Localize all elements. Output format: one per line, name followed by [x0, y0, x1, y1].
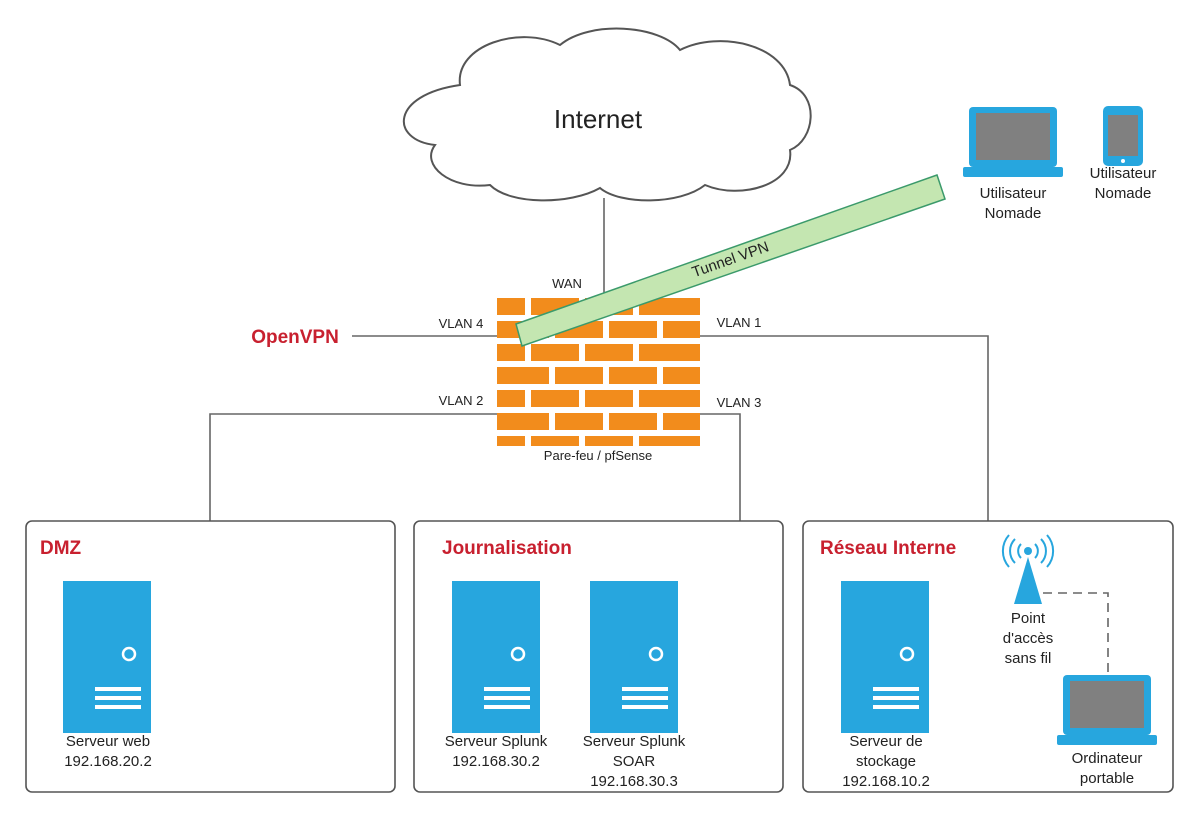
- storage-server-ip: 192.168.10.2: [842, 773, 930, 790]
- soar-server-name: Serveur Splunk: [583, 733, 686, 750]
- wireless-access-point-icon: [1001, 534, 1055, 604]
- remote-user-1-line2: Nomade: [985, 205, 1042, 222]
- wan-label: WAN: [552, 276, 582, 291]
- journalisation-zone: [413, 520, 784, 793]
- vlan2-label: VLAN 2: [439, 393, 484, 408]
- storage-server-name-2: stockage: [856, 753, 916, 770]
- soar-server-ip: 192.168.30.3: [590, 773, 678, 790]
- internal-laptop-icon: [1057, 675, 1157, 745]
- internet-label: Internet: [554, 104, 643, 134]
- web-server-ip: 192.168.20.2: [64, 753, 152, 770]
- splunk-soar-server-icon: [588, 579, 680, 735]
- soar-server-name-2: SOAR: [613, 753, 656, 770]
- firewall-label: Pare-feu / pfSense: [544, 448, 652, 463]
- internet-cloud: [402, 27, 812, 202]
- remote-user-2-line1: Utilisateur: [1090, 165, 1157, 182]
- storage-server-name: Serveur de: [849, 733, 922, 750]
- web-server-name: Serveur web: [66, 733, 150, 750]
- remote-user-1-line1: Utilisateur: [980, 185, 1047, 202]
- splunk-server-name: Serveur Splunk: [445, 733, 548, 750]
- access-point-line1: Point: [1011, 610, 1046, 627]
- internal-laptop-line2: portable: [1080, 770, 1134, 787]
- openvpn-label: OpenVPN: [251, 327, 339, 348]
- splunk-server-icon: [450, 579, 542, 735]
- access-point-line3: sans fil: [1005, 650, 1052, 667]
- dmz-title: DMZ: [40, 538, 82, 559]
- splunk-server-ip: 192.168.30.2: [452, 753, 540, 770]
- laptop-icon: [963, 107, 1063, 177]
- storage-server-icon: [839, 579, 931, 735]
- dmz-zone: [25, 520, 396, 793]
- tablet-icon: [1103, 106, 1143, 166]
- web-server-icon: [61, 579, 153, 735]
- connection-lines: [209, 198, 989, 521]
- vpn-tunnel: [515, 174, 946, 347]
- access-point-line2: d'accès: [1003, 630, 1053, 647]
- remote-user-2-line2: Nomade: [1095, 185, 1152, 202]
- journalisation-title: Journalisation: [442, 538, 572, 559]
- internal-network-title: Réseau Interne: [820, 538, 956, 559]
- internal-laptop-line1: Ordinateur: [1072, 750, 1143, 767]
- vlan3-label: VLAN 3: [717, 395, 762, 410]
- wireless-link: [1043, 592, 1109, 675]
- vlan4-label: VLAN 4: [439, 316, 484, 331]
- vlan1-label: VLAN 1: [717, 315, 762, 330]
- internal-network-zone: [802, 520, 1174, 793]
